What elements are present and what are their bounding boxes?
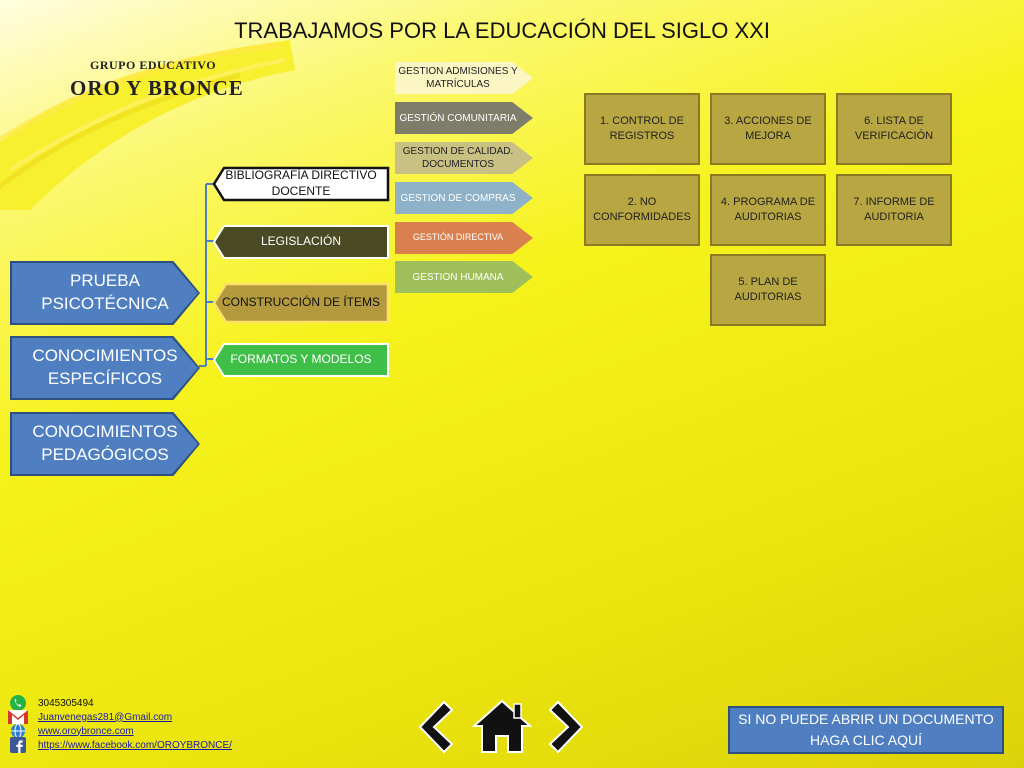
logo-subtitle: GRUPO EDUCATIVO: [90, 58, 217, 72]
chevron-left-icon[interactable]: [414, 698, 456, 756]
whatsapp-icon: [8, 695, 28, 711]
page-title: TRABAJAMOS POR LA EDUCACIÓN DEL SIGLO XX…: [234, 18, 770, 43]
informe-auditoria-box[interactable]: 7. INFORME DE AUDITORIA: [836, 174, 952, 246]
home-icon[interactable]: [470, 698, 534, 756]
legislacion-link[interactable]: LEGISLACIÓN: [260, 234, 342, 249]
gestion-admisiones-tag[interactable]: GESTION ADMISIONES Y MATRÍCULAS: [395, 62, 533, 94]
phone-number: 3045305494: [38, 697, 94, 709]
gmail-icon: [8, 710, 28, 724]
control-registros-box[interactable]: 1. CONTROL DE REGISTROS: [584, 93, 700, 165]
acciones-mejora-box[interactable]: 3. ACCIONES DE MEJORA: [710, 93, 826, 165]
logo-title: ORO Y BRONCE: [70, 76, 244, 100]
programa-auditorias-box[interactable]: 4. PROGRAMA DE AUDITORIAS: [710, 174, 826, 246]
gestion-compras-tag[interactable]: GESTION DE COMPRAS: [395, 182, 533, 214]
plan-auditorias-box[interactable]: 5. PLAN DE AUDITORIAS: [710, 254, 826, 326]
formatos-shape: [212, 343, 389, 377]
bibliografia-directivo-docente-link[interactable]: BIBLIOGRAFÍA DIRECTIVO DOCENTE: [225, 168, 377, 198]
gestion-directiva-tag[interactable]: GESTIÓN DIRECTIVA: [395, 222, 533, 254]
gestion-calidad-tag[interactable]: GESTION DE CALIDAD. DOCUMENTOS: [395, 142, 533, 174]
gestion-comunitaria-tag[interactable]: GESTIÓN COMUNITARIA: [395, 102, 533, 134]
construccion-de-items-link[interactable]: CONSTRUCCIÓN DE ÍTEMS: [221, 295, 380, 310]
prueba-psicotecnica-button[interactable]: PRUEBA PSICOTÉCNICA: [12, 263, 198, 323]
construccion-shape: [212, 282, 390, 324]
logo-brush-stroke: [0, 40, 295, 210]
formatos-y-modelos-link[interactable]: FORMATOS Y MODELOS: [230, 352, 372, 367]
gestion-humana-tag[interactable]: GESTION HUMANA: [395, 261, 533, 293]
conocimientos-especificos-button[interactable]: CONOCIMIENTOS ESPECÍFICOS: [12, 338, 198, 398]
legislacion-shape: [212, 225, 389, 259]
contact-block: 3045305494 Juanvenegas281@Gmail.com www.…: [8, 695, 232, 753]
lista-verificacion-box[interactable]: 6. LISTA DE VERIFICACIÓN: [836, 93, 952, 165]
email-link[interactable]: Juanvenegas281@Gmail.com: [38, 711, 173, 723]
help-open-document-button[interactable]: SI NO PUEDE ABRIR UN DOCUMENTO HAGA CLIC…: [728, 706, 1004, 754]
chevron-right-icon[interactable]: [546, 698, 588, 756]
website-link[interactable]: www.oroybronce.com: [38, 725, 134, 737]
bibliografia-shape: [212, 166, 390, 202]
globe-icon: [8, 723, 28, 739]
facebook-icon: [8, 737, 28, 753]
no-conformidades-box[interactable]: 2. NO CONFORMIDADES: [584, 174, 700, 246]
conocimientos-pedagogicos-button[interactable]: CONOCIMIENTOS PEDAGÓGICOS: [12, 414, 198, 474]
facebook-link[interactable]: https://www.facebook.com/OROYBRONCE/: [38, 739, 232, 751]
